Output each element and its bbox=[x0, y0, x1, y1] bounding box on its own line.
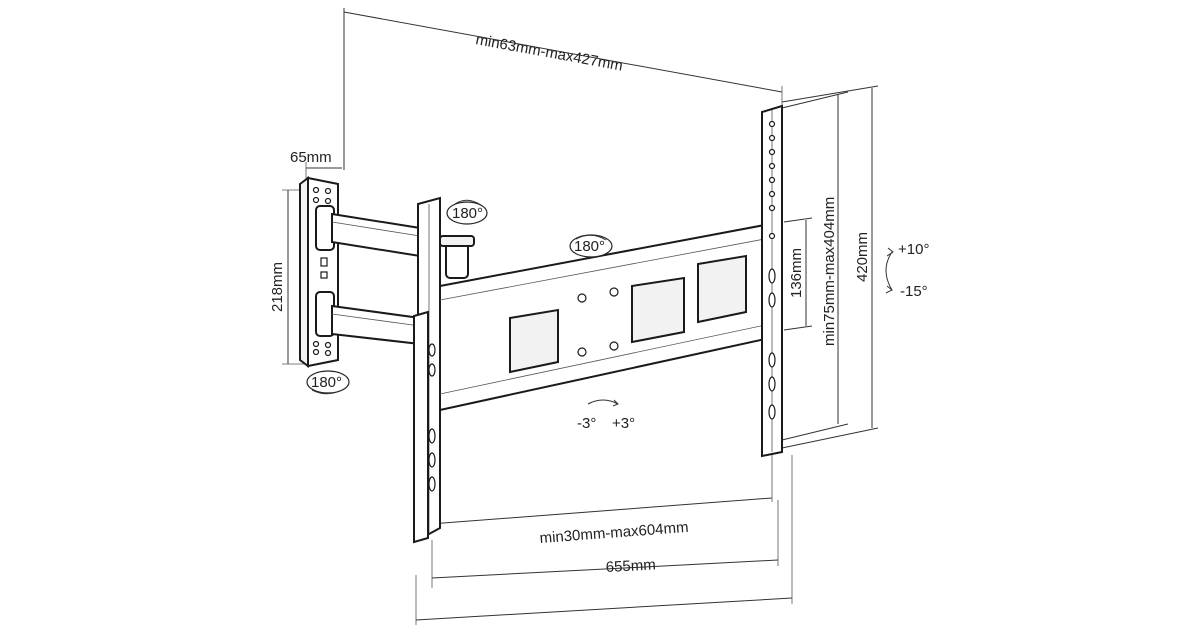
rotation-arrow-icon bbox=[575, 234, 607, 241]
tilt-up-label: +10° bbox=[898, 241, 929, 258]
level-arrow-icon bbox=[587, 399, 619, 405]
swing-arm-upper bbox=[331, 212, 421, 258]
rotation-arrow-icon bbox=[311, 388, 345, 395]
bracket-width-dimension: 655mm bbox=[415, 455, 793, 625]
swivel-arm-top-badge: 180° bbox=[446, 199, 488, 225]
wall-plate-depth-label: 65mm bbox=[290, 149, 332, 166]
pivot-upper bbox=[439, 235, 475, 279]
vesa-vertical-dimension: min75mm-max404mm bbox=[781, 91, 849, 441]
rotation-arrow-icon bbox=[454, 199, 482, 206]
vesa-vertical-label: min75mm-max404mm bbox=[821, 197, 838, 346]
swing-arm-lower bbox=[331, 304, 421, 346]
swivel-arm-top-label: 180° bbox=[452, 205, 483, 222]
vesa-horizontal-dimension: min30mm-max604mm bbox=[429, 455, 773, 547]
arm-extension-dimension: min63mm-max427mm bbox=[343, 8, 783, 170]
tilt-down-label: -15° bbox=[900, 283, 928, 300]
bracket-height-dimension: 420mm bbox=[781, 85, 879, 449]
level-adjust-indicator: -3° +3° bbox=[577, 399, 635, 432]
bracket-width-label: 655mm bbox=[605, 556, 656, 576]
vesa-horizontal-label: min30mm-max604mm bbox=[539, 519, 689, 547]
bracket-height-label: 420mm bbox=[854, 232, 871, 282]
wall-plate-height-label: 218mm bbox=[269, 262, 286, 312]
center-spacing-label: 136mm bbox=[788, 248, 805, 298]
tv-rail-right bbox=[761, 104, 783, 458]
swivel-center-label: 180° bbox=[574, 238, 605, 255]
swivel-wall-bottom-label: 180° bbox=[311, 374, 342, 391]
wall-plate-depth-dimension: 65mm bbox=[290, 149, 342, 182]
tv-rail-left bbox=[413, 310, 436, 544]
level-left-label: -3° bbox=[577, 415, 596, 432]
horizontal-carrier bbox=[439, 222, 771, 412]
swivel-wall-bottom-badge: 180° bbox=[306, 370, 350, 395]
tilt-arrow-icon bbox=[885, 251, 893, 291]
arm-extension-label: min63mm-max427mm bbox=[474, 31, 624, 74]
center-spacing-dimension: 136mm bbox=[783, 217, 813, 331]
level-right-label: +3° bbox=[612, 415, 635, 432]
wall-plate bbox=[299, 176, 339, 368]
tilt-indicator: +10° -15° bbox=[885, 241, 929, 300]
swivel-center-badge: 180° bbox=[569, 234, 613, 258]
wall-plate-height-dimension: 218mm bbox=[269, 189, 306, 365]
